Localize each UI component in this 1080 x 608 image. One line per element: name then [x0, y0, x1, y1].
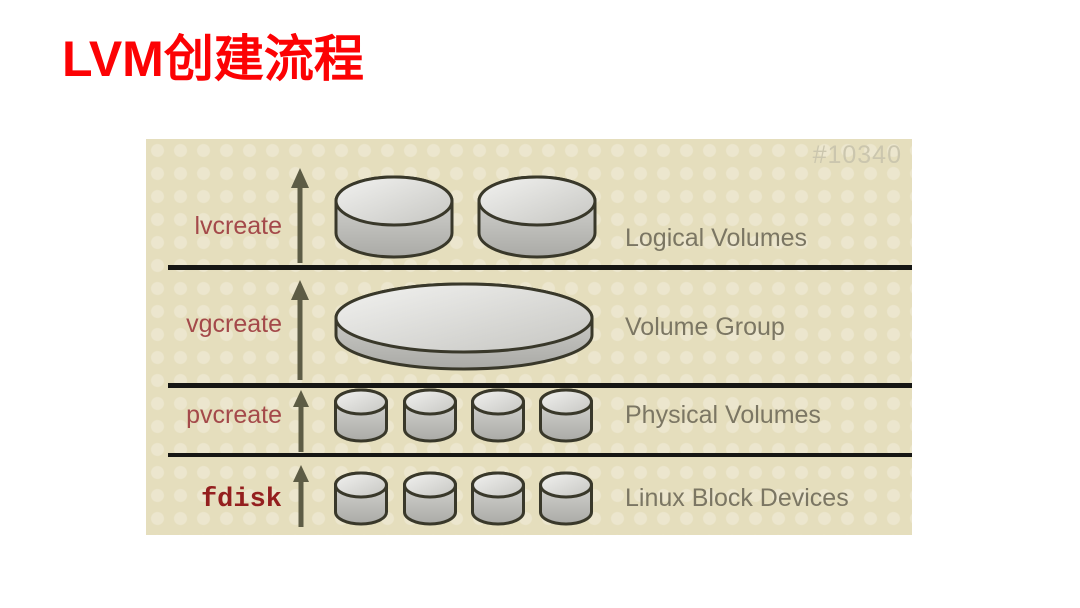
lvm-diagram: #10340 lvcreate vgcreate pvcreate fdisk — [146, 139, 912, 535]
block-device-cylinder-icon — [470, 470, 526, 527]
block-device-cylinder-icon — [538, 470, 594, 527]
separator-line — [168, 453, 912, 457]
block-device-cylinder-icon — [402, 470, 458, 527]
layer-label-volume-group: Volume Group — [625, 313, 785, 341]
separator-line — [168, 383, 912, 388]
logical-volume-cylinder-icon — [333, 174, 455, 260]
block-device-cylinder-icon — [333, 470, 389, 527]
logical-volume-cylinder-icon — [476, 174, 598, 260]
layer-label-linux-block-devices: Linux Block Devices — [625, 484, 849, 512]
physical-volume-cylinder-icon — [402, 387, 458, 444]
up-arrow-icon — [291, 168, 309, 263]
separator-line — [168, 265, 912, 270]
volume-group-disk-icon — [332, 281, 596, 373]
physical-volume-cylinder-icon — [333, 387, 389, 444]
watermark-text: #10340 — [812, 141, 902, 169]
command-vgcreate: vgcreate — [186, 310, 282, 338]
physical-volume-cylinder-icon — [538, 387, 594, 444]
up-arrow-icon — [291, 280, 309, 380]
page-title: LVM创建流程 — [62, 31, 364, 87]
command-lvcreate: lvcreate — [194, 212, 282, 240]
command-pvcreate: pvcreate — [186, 401, 282, 429]
command-fdisk: fdisk — [200, 485, 282, 515]
layer-label-logical-volumes: Logical Volumes — [625, 224, 808, 252]
up-arrow-icon — [292, 465, 310, 527]
physical-volume-cylinder-icon — [470, 387, 526, 444]
up-arrow-icon — [292, 390, 310, 452]
layer-label-physical-volumes: Physical Volumes — [625, 401, 821, 429]
